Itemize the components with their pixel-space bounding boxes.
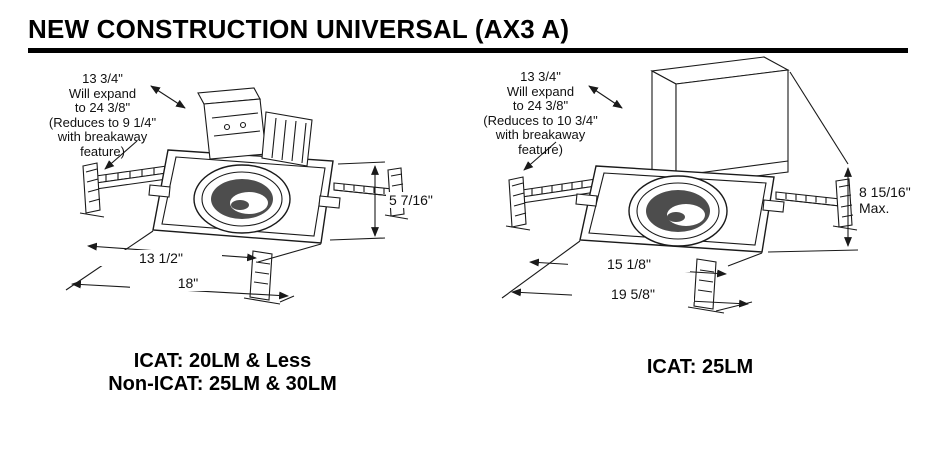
- left-expansion-note: 13 3/4" Will expand to 24 3/8" (Reduces …: [40, 71, 165, 159]
- note-line: with breakaway: [495, 127, 586, 142]
- right-height-dimension: 8 15/16" Max.: [856, 184, 914, 216]
- right-aperture-icon: [628, 175, 728, 247]
- note-line: 13 3/4": [520, 69, 561, 84]
- left-inner-width-dimension: 13 1/2": [100, 250, 222, 266]
- right-height-value: 8 15/16": [859, 184, 911, 200]
- note-line: (Reduces to 10 3/4": [483, 112, 598, 128]
- right-outer-width-dimension: 19 5/8": [572, 286, 694, 302]
- note-line: 13 3/4": [82, 71, 123, 86]
- note-line: to 24 3/8": [74, 100, 131, 115]
- housing-box-icon: [650, 56, 790, 187]
- note-line: to 24 3/8": [512, 98, 569, 113]
- right-height-suffix: Max.: [859, 200, 890, 216]
- note-line: Will expand: [506, 83, 575, 99]
- left-fixture-caption: ICAT: 20LM & Less Non-ICAT: 25LM & 30LM: [85, 350, 360, 396]
- page-title: NEW CONSTRUCTION UNIVERSAL (AX3 A): [28, 14, 570, 44]
- title-underline: [28, 48, 908, 53]
- right-fixture-drawing: [501, 56, 859, 314]
- left-caption-line1: ICAT: 20LM & Less: [133, 350, 312, 372]
- right-fixture-caption: ICAT: 25LM: [646, 356, 754, 378]
- left-fixture-drawing: [65, 85, 409, 305]
- right-inner-width-dimension: 15 1/8": [568, 256, 690, 272]
- junction-box-icon: [197, 87, 313, 167]
- left-bottom-bracket-icon: [243, 250, 281, 305]
- left-caption-line2: Non-ICAT: 25LM & 30LM: [108, 373, 337, 395]
- left-height-dimension: 5 7/16": [386, 192, 436, 208]
- note-line: with breakaway: [57, 129, 148, 144]
- left-aperture-icon: [193, 164, 291, 234]
- right-right-hanger-bar-icon: [775, 178, 858, 231]
- note-line: (Reduces to 9 1/4": [48, 114, 157, 130]
- note-line: Will expand: [68, 85, 137, 101]
- note-line: feature): [518, 141, 563, 157]
- right-expansion-note: 13 3/4" Will expand to 24 3/8" (Reduces …: [478, 69, 603, 157]
- note-line: feature): [80, 143, 125, 159]
- left-outer-width-dimension: 18": [130, 275, 246, 291]
